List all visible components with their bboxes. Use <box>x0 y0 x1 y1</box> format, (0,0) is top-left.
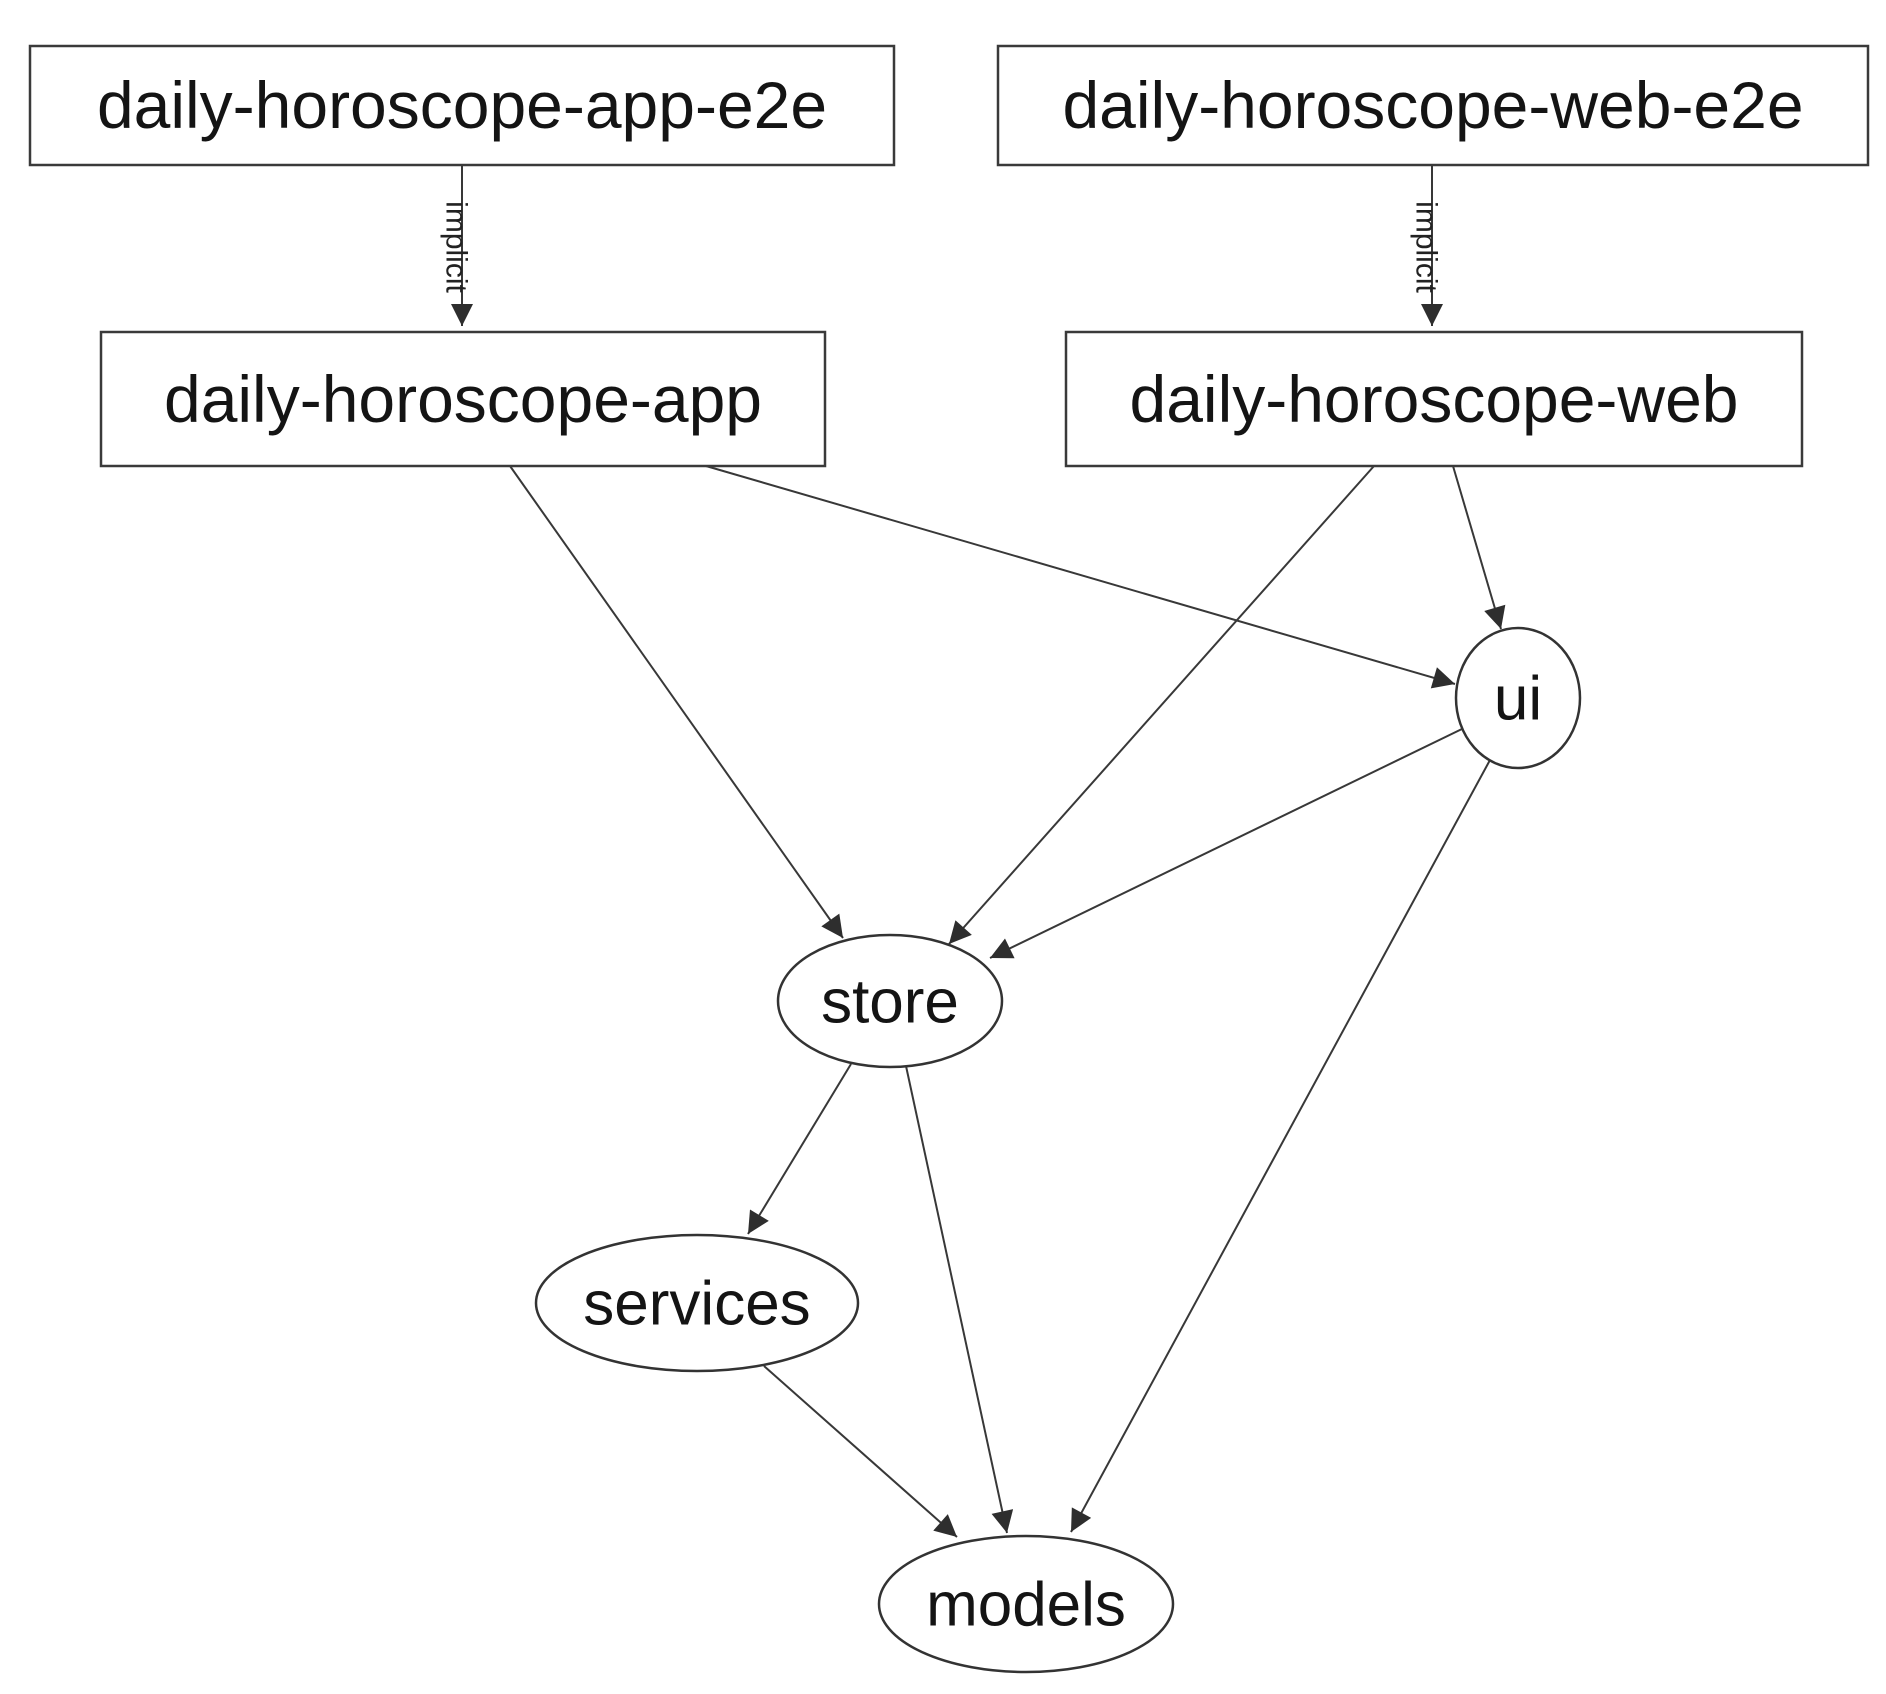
node-ui[interactable]: ui <box>1454 626 1582 770</box>
node-ellipse <box>534 1233 860 1373</box>
node-box <box>28 44 896 167</box>
node-services[interactable]: services <box>534 1233 860 1373</box>
edge-line <box>905 1065 1014 1534</box>
edge-line <box>948 465 1375 945</box>
edge-ui-to-models <box>1070 759 1491 1533</box>
edge-store-to-models <box>905 1065 1014 1534</box>
edge-services-to-models <box>763 1365 958 1538</box>
node-store[interactable]: store <box>776 933 1004 1069</box>
edge-ui-to-store <box>989 727 1465 959</box>
edge-label-implicit: implicit <box>440 201 473 293</box>
edge-store-to-services <box>747 1063 852 1235</box>
edge-web-to-ui <box>1452 465 1506 630</box>
node-ellipse <box>877 1534 1175 1674</box>
node-label: store <box>821 968 959 1037</box>
edge-line <box>705 465 1456 689</box>
node-label: daily-horoscope-web <box>1130 362 1739 436</box>
node-box <box>996 44 1870 167</box>
node-label: daily-horoscope-web-e2e <box>1062 68 1803 142</box>
node-daily-horoscope-web[interactable]: daily-horoscope-web <box>1064 330 1804 468</box>
node-daily-horoscope-web-e2e[interactable]: daily-horoscope-web-e2e <box>996 44 1870 167</box>
node-box <box>99 330 827 468</box>
edge-app-to-store <box>509 465 844 939</box>
edge-label-implicit: implicit <box>1410 201 1443 293</box>
edge-app-to-ui <box>705 465 1456 689</box>
edge-line <box>509 465 844 939</box>
node-label: ui <box>1494 665 1542 734</box>
node-ellipse <box>776 933 1004 1069</box>
node-ellipse <box>1454 626 1582 770</box>
edge-web-to-store <box>948 465 1375 945</box>
node-models[interactable]: models <box>877 1534 1175 1674</box>
node-label: daily-horoscope-app-e2e <box>97 68 827 142</box>
node-label: services <box>583 1270 810 1339</box>
edge-web-e2e-to-web: implicit <box>1410 165 1443 326</box>
edge-line <box>747 1063 852 1235</box>
edge-line <box>763 1365 958 1538</box>
node-label: daily-horoscope-app <box>164 362 762 436</box>
node-box <box>1064 330 1804 468</box>
edge-app-e2e-to-app: implicit <box>440 165 473 326</box>
edge-line <box>1452 465 1506 630</box>
edge-line <box>989 727 1465 959</box>
node-label: models <box>926 1571 1126 1640</box>
node-daily-horoscope-app[interactable]: daily-horoscope-app <box>99 330 827 468</box>
edge-line <box>1070 759 1491 1533</box>
node-daily-horoscope-app-e2e[interactable]: daily-horoscope-app-e2e <box>28 44 896 167</box>
